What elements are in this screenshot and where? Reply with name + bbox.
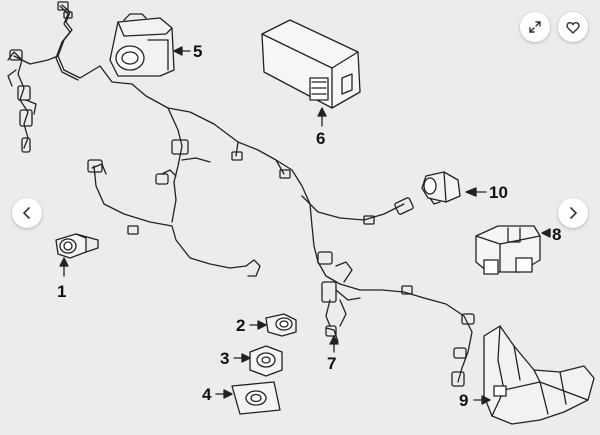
- favorite-button[interactable]: [558, 12, 588, 42]
- wiring-harness: [7, 1, 475, 387]
- heart-icon: [566, 21, 580, 34]
- expand-button[interactable]: [520, 12, 550, 42]
- callout-10: 10: [489, 183, 508, 202]
- part-1-sensor: [55, 233, 99, 259]
- part-2-sensor: [265, 313, 297, 337]
- part-4-holder: [231, 381, 281, 415]
- previous-image-button[interactable]: [12, 198, 42, 228]
- chevron-left-icon: [22, 207, 32, 219]
- callout-2: 2: [236, 316, 246, 335]
- callout-5: 5: [193, 42, 203, 61]
- callout-1: 1: [57, 282, 67, 301]
- part-3-bezel: [249, 345, 283, 377]
- callout-6: 6: [316, 129, 326, 148]
- part-10-sensor: [421, 171, 461, 205]
- callout-7: 7: [327, 354, 337, 373]
- part-5-bracket: [109, 13, 175, 77]
- callout-8: 8: [552, 225, 562, 244]
- part-9-bracket: [483, 325, 595, 425]
- next-image-button[interactable]: [558, 198, 588, 228]
- callout-9: 9: [459, 391, 469, 410]
- callout-4: 4: [202, 385, 212, 404]
- chevron-right-icon: [568, 207, 578, 219]
- expand-icon: [528, 20, 542, 34]
- part-6-module: [261, 19, 361, 109]
- part-8-bracket: [475, 225, 541, 275]
- callout-arrows: [59, 46, 551, 405]
- callout-3: 3: [220, 349, 230, 368]
